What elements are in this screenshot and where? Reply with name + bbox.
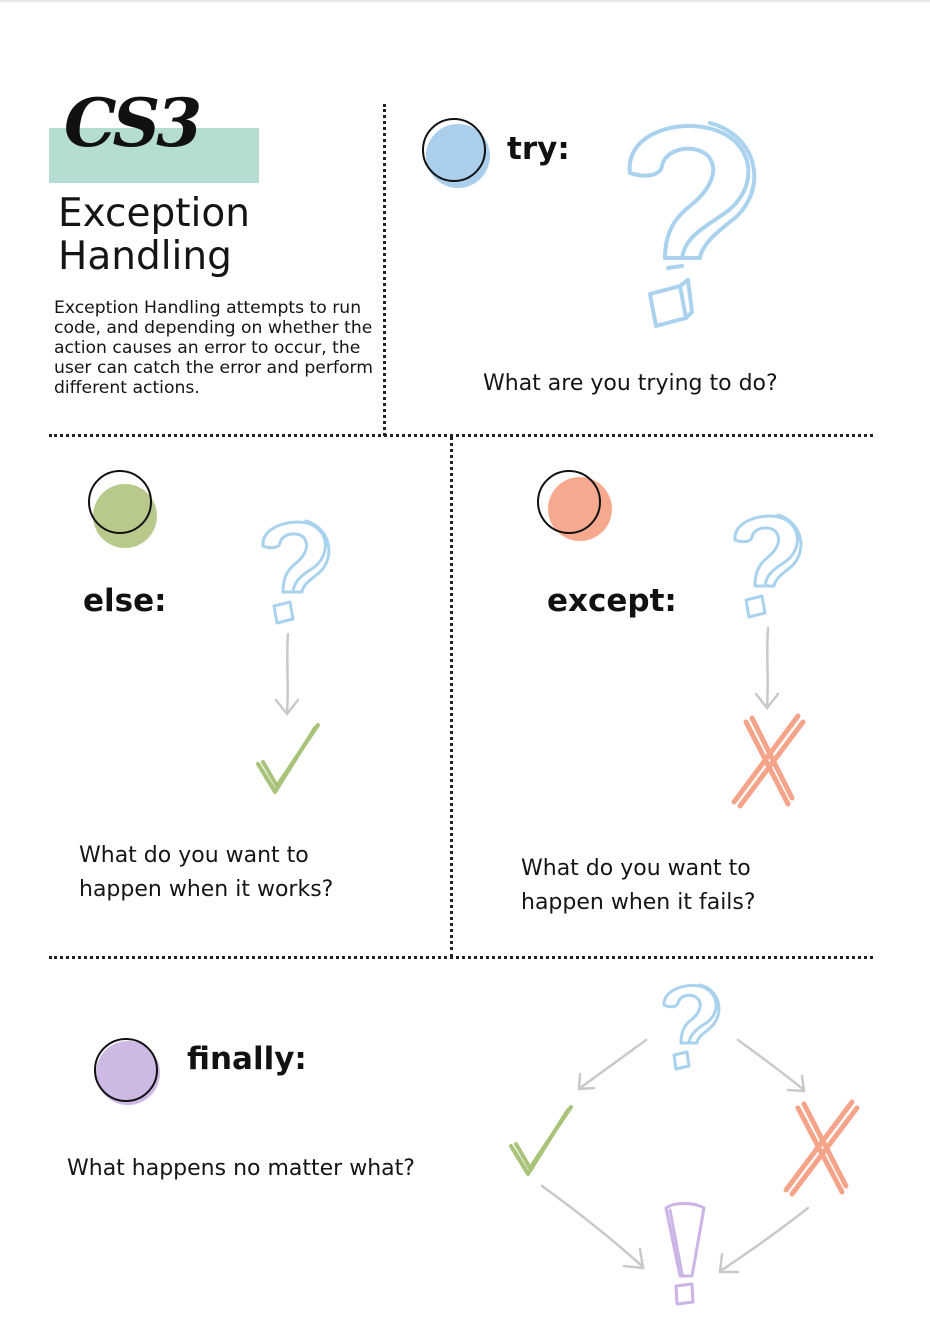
page-title: Exception Handling bbox=[58, 192, 358, 278]
divider-vertical-top bbox=[383, 104, 386, 436]
exclamation-mark-icon bbox=[664, 1202, 706, 1306]
divider-vertical-middle bbox=[450, 436, 453, 958]
except-prompt: What do you want to happen when it fails… bbox=[521, 852, 756, 920]
except-badge-ring bbox=[537, 470, 601, 534]
else-prompt-line1: What do you want to bbox=[79, 843, 309, 868]
top-border bbox=[0, 0, 930, 2]
try-badge bbox=[422, 118, 492, 188]
logo-highlight bbox=[49, 128, 259, 183]
except-badge bbox=[537, 470, 612, 541]
try-keyword: try: bbox=[507, 131, 570, 167]
except-prompt-line2: happen when it fails? bbox=[521, 890, 756, 915]
else-prompt-line2: happen when it works? bbox=[79, 877, 334, 902]
arrow-icon bbox=[577, 1038, 648, 1091]
except-keyword: except: bbox=[547, 583, 677, 619]
arrow-icon bbox=[754, 626, 780, 711]
else-keyword: else: bbox=[83, 583, 167, 619]
finally-keyword: finally: bbox=[187, 1041, 307, 1077]
page-description: Exception Handling attempts to run code,… bbox=[54, 298, 373, 398]
try-prompt: What are you trying to do? bbox=[483, 371, 778, 396]
else-badge-ring bbox=[88, 470, 152, 534]
finally-prompt: What happens no matter what? bbox=[67, 1156, 415, 1181]
arrow-icon bbox=[274, 632, 300, 717]
question-mark-icon bbox=[662, 983, 721, 1071]
question-mark-icon bbox=[627, 121, 757, 328]
divider-horizontal-bottom bbox=[49, 956, 873, 959]
try-badge-ring bbox=[422, 118, 486, 182]
check-mark-icon bbox=[509, 1105, 573, 1176]
page-title-line2: Handling bbox=[58, 234, 232, 279]
except-prompt-line1: What do you want to bbox=[521, 856, 751, 881]
page-title-line1: Exception bbox=[58, 191, 250, 236]
question-mark-icon bbox=[733, 513, 803, 619]
divider-horizontal-middle bbox=[49, 434, 873, 437]
cross-mark-icon bbox=[783, 1099, 860, 1197]
check-mark-icon bbox=[256, 723, 320, 794]
arrow-icon bbox=[736, 1038, 806, 1093]
finally-badge-ring bbox=[94, 1038, 158, 1102]
arrow-icon bbox=[540, 1184, 645, 1270]
question-mark-icon bbox=[261, 519, 331, 625]
arrow-icon bbox=[718, 1206, 810, 1274]
finally-badge bbox=[94, 1038, 164, 1108]
cs3-logo: CS3 bbox=[64, 84, 202, 162]
else-prompt: What do you want to happen when it works… bbox=[79, 839, 333, 907]
cross-mark-icon bbox=[731, 713, 806, 809]
else-badge bbox=[88, 470, 158, 548]
